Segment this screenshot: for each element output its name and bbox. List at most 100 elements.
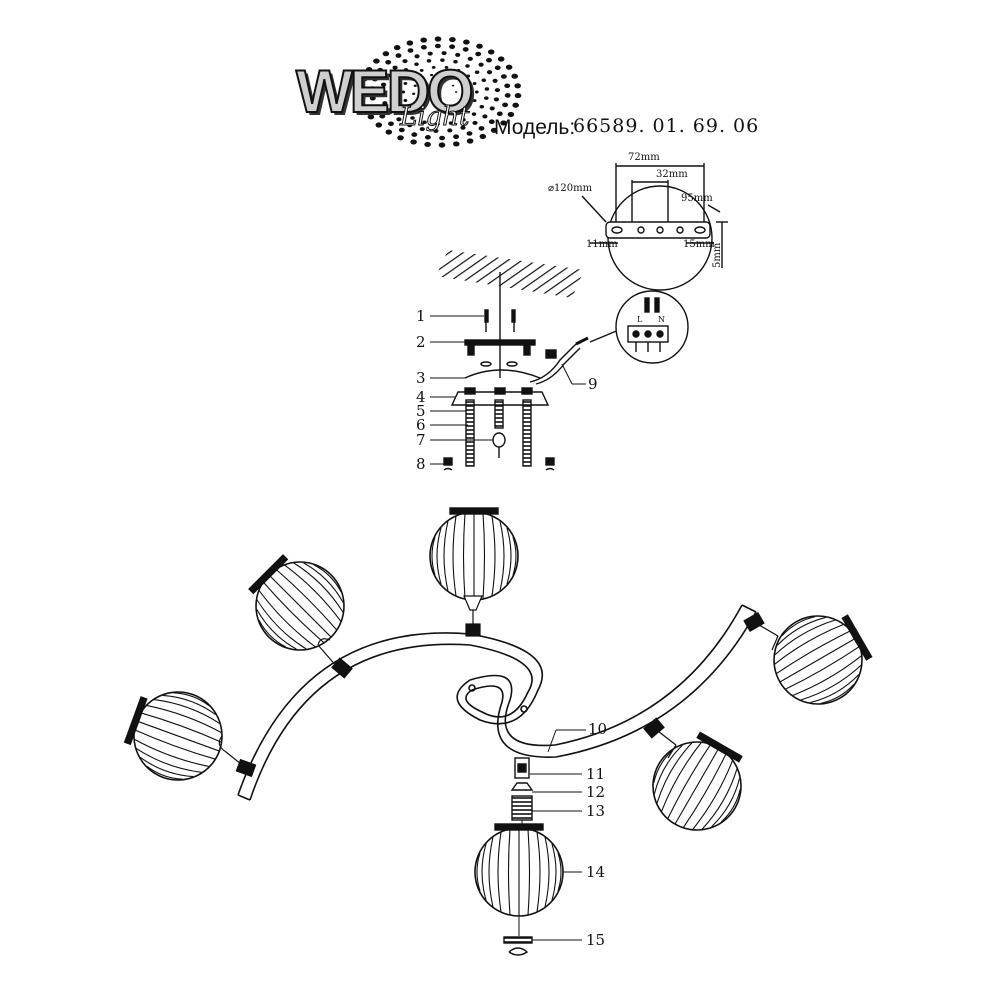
callout-13: 13	[586, 802, 605, 820]
shade-necks	[218, 595, 779, 759]
logo-dot	[463, 97, 467, 100]
part-8-nuts	[443, 457, 555, 471]
callout-2: 2	[416, 333, 426, 351]
logo-dot	[488, 119, 495, 124]
logo-dot	[422, 91, 426, 93]
logo-dot	[456, 68, 461, 72]
logo-dot	[444, 65, 449, 69]
logo-dot	[385, 73, 391, 78]
logo-dot	[466, 138, 474, 144]
logo-dot	[496, 111, 503, 117]
logo-dot	[472, 120, 478, 125]
logo-dot	[462, 47, 469, 52]
logo-dot	[401, 90, 406, 94]
logo-dot	[387, 109, 394, 114]
terminal-label-l: L	[637, 315, 643, 324]
callout-10: 10	[588, 720, 607, 738]
callout-5: 5	[416, 402, 426, 420]
logo-dot	[492, 78, 498, 83]
dim-diameter-120mm: ⌀120mm	[548, 183, 593, 194]
logo-dot	[507, 111, 515, 117]
logo-dot	[471, 112, 477, 116]
logo-dot	[465, 64, 470, 68]
logo-dot	[375, 122, 383, 128]
logo-dot	[415, 100, 419, 103]
logo-dot	[373, 58, 380, 64]
part-9-connector	[529, 326, 627, 385]
logo-dot	[379, 113, 386, 119]
logo-dot	[367, 114, 375, 120]
logo-dot	[388, 121, 394, 127]
part-15-finial	[503, 936, 533, 956]
callout-15: 15	[586, 931, 605, 949]
leader-lines-top	[430, 315, 586, 465]
logo-dot	[500, 74, 507, 79]
chandelier-arm	[237, 604, 757, 801]
model-label: Модель:	[494, 116, 576, 139]
part-13-socket	[511, 795, 533, 821]
logo-dot	[482, 114, 488, 119]
logo-dot	[478, 126, 485, 131]
logo-dot	[359, 95, 366, 101]
part-11-holder	[514, 757, 530, 779]
model-number: 66589. 01. 69. 06	[573, 115, 760, 137]
dim-5mm: 5mm	[712, 242, 723, 268]
logo-dot	[433, 80, 437, 83]
logo-dot	[493, 97, 499, 102]
logo-dot	[494, 65, 501, 71]
logo-dot	[490, 127, 498, 133]
brand-logo-text: WEDO	[295, 58, 475, 125]
logo-dot-swirl	[358, 36, 522, 148]
logo-dot	[390, 93, 396, 97]
logo-dot	[403, 99, 408, 102]
logo-dot	[434, 36, 442, 42]
logo-dot	[455, 52, 461, 57]
logo-dot	[461, 81, 465, 84]
logo-dot	[414, 54, 420, 59]
dim-32mm: 32mm	[656, 169, 688, 180]
logo-dot	[380, 91, 386, 96]
logo-dot	[410, 116, 415, 120]
logo-dot	[466, 74, 471, 78]
shade-left-2	[234, 540, 364, 670]
logo-dot	[497, 56, 505, 62]
logo-dot	[400, 109, 406, 114]
logo-dot	[479, 104, 485, 109]
callout-3: 3	[416, 369, 426, 387]
part-2-mounting-bracket	[464, 339, 536, 356]
logo-dot	[377, 67, 384, 73]
logo-dot	[398, 127, 405, 133]
logo-dot	[500, 120, 507, 126]
logo-dot	[358, 85, 366, 91]
logo-dot	[391, 84, 396, 88]
logo-dot	[489, 106, 495, 111]
logo-dot	[427, 51, 433, 56]
logo-dot	[373, 105, 380, 110]
logo-dot	[504, 83, 511, 89]
logo-dot	[441, 73, 445, 76]
logo-dot	[464, 89, 468, 92]
callout-9: 9	[588, 375, 598, 393]
dim-72mm: 72mm	[628, 152, 660, 163]
logo-dot	[396, 117, 402, 122]
logo-dot	[422, 120, 427, 124]
logo-dot	[512, 102, 519, 108]
logo-dot	[439, 135, 446, 141]
logo-dot	[403, 68, 409, 72]
logo-dot	[385, 60, 392, 65]
logo-dot	[466, 131, 473, 136]
callout-14: 14	[586, 863, 605, 881]
callout-4: 4	[416, 388, 426, 406]
part-7-ring	[492, 432, 506, 458]
logo-dot	[424, 135, 431, 140]
logo-dot	[452, 75, 456, 79]
logo-dot	[382, 101, 388, 106]
logo-dot	[426, 59, 432, 63]
logo-dot	[362, 105, 369, 111]
logo-dot	[474, 70, 480, 75]
logo-dot	[419, 77, 424, 81]
callout-7: 7	[416, 431, 426, 449]
logo-dot	[412, 92, 416, 95]
logo-dot	[461, 117, 466, 122]
